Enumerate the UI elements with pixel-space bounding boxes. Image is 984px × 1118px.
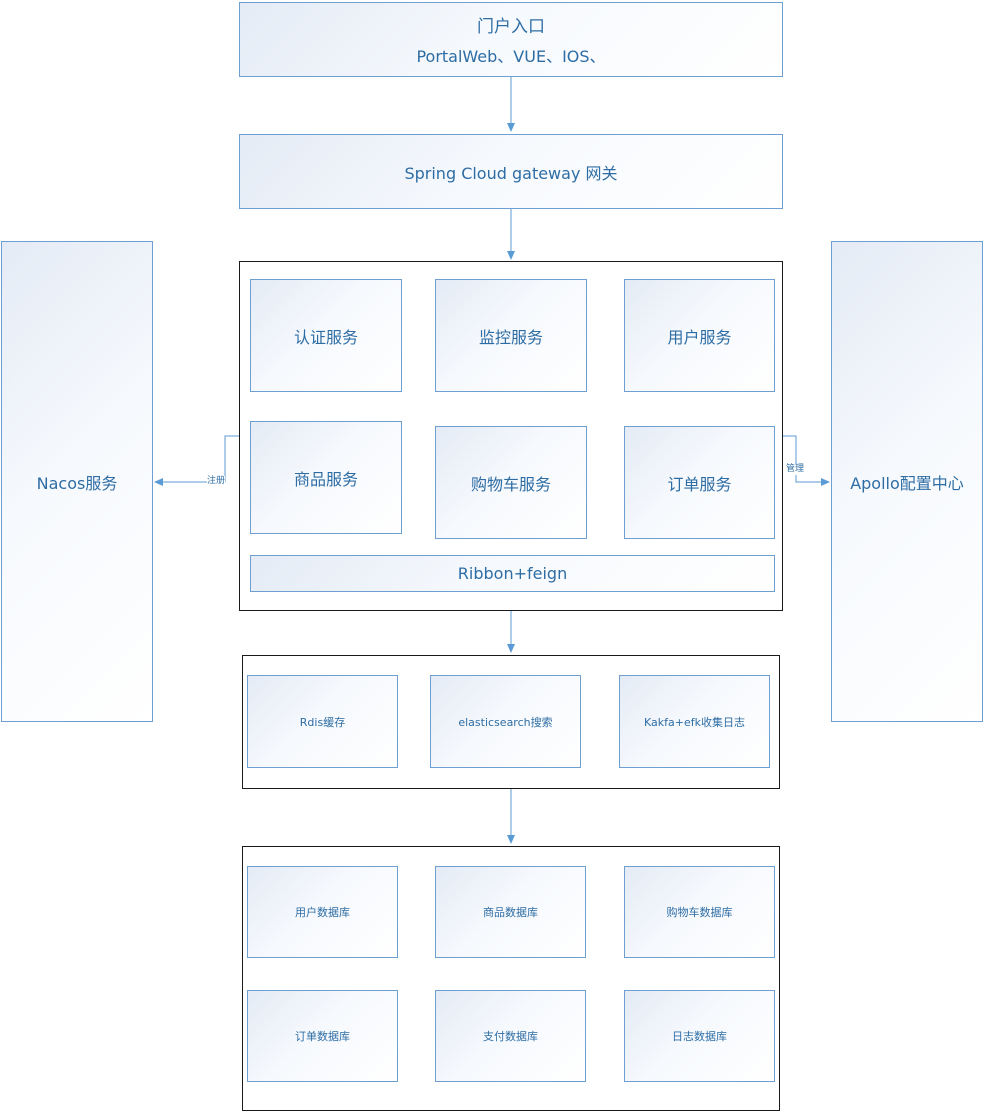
elasticsearch-node: elasticsearch搜索 bbox=[430, 675, 581, 768]
monitor-service: 监控服务 bbox=[435, 279, 587, 392]
product-db-label: 商品数据库 bbox=[483, 906, 538, 919]
order-db-label: 订单数据库 bbox=[295, 1030, 350, 1043]
order-db: 订单数据库 bbox=[247, 990, 398, 1082]
apollo-node: Apollo配置中心 bbox=[831, 241, 983, 722]
user-db-label: 用户数据库 bbox=[295, 906, 350, 919]
cart-service: 购物车服务 bbox=[435, 426, 587, 539]
product-service: 商品服务 bbox=[250, 421, 402, 534]
edge-manage bbox=[782, 435, 830, 486]
order-service: 订单服务 bbox=[624, 426, 775, 539]
gateway-node: Spring Cloud gateway 网关 bbox=[239, 134, 783, 209]
order-service-label: 订单服务 bbox=[667, 474, 732, 494]
portal-node: 门户入口 PortalWeb、VUE、IOS、 bbox=[239, 2, 783, 77]
nacos-node: Nacos服务 bbox=[1, 241, 153, 722]
kafka-node: Kakfa+efk收集日志 bbox=[619, 675, 770, 768]
ribbon-feign-label: Ribbon+feign bbox=[457, 564, 568, 583]
user-service-label: 用户服务 bbox=[667, 327, 732, 347]
portal-subtitle: PortalWeb、VUE、IOS、 bbox=[416, 47, 606, 66]
auth-service: 认证服务 bbox=[250, 279, 402, 392]
product-service-label: 商品服务 bbox=[293, 469, 358, 489]
user-service: 用户服务 bbox=[624, 279, 775, 392]
log-db: 日志数据库 bbox=[624, 990, 775, 1082]
cart-db: 购物车数据库 bbox=[624, 866, 775, 958]
edge-register bbox=[154, 435, 239, 486]
kafka-label: Kakfa+efk收集日志 bbox=[644, 715, 745, 729]
redis-label: Rdis缓存 bbox=[299, 715, 346, 729]
product-db: 商品数据库 bbox=[435, 866, 586, 958]
monitor-service-label: 监控服务 bbox=[478, 327, 543, 347]
portal-title: 门户入口 bbox=[477, 17, 545, 37]
cart-service-label: 购物车服务 bbox=[470, 474, 551, 494]
nacos-label: Nacos服务 bbox=[36, 473, 118, 493]
log-db-label: 日志数据库 bbox=[672, 1030, 727, 1043]
elasticsearch-label: elasticsearch搜索 bbox=[458, 715, 553, 729]
gateway-label: Spring Cloud gateway 网关 bbox=[404, 163, 618, 183]
pay-db: 支付数据库 bbox=[435, 990, 586, 1082]
cart-db-label: 购物车数据库 bbox=[666, 906, 733, 919]
user-db: 用户数据库 bbox=[247, 866, 398, 958]
ribbon-feign: Ribbon+feign bbox=[250, 555, 775, 592]
pay-db-label: 支付数据库 bbox=[483, 1030, 538, 1043]
manage-label: 管理 bbox=[786, 464, 805, 475]
apollo-label: Apollo配置中心 bbox=[850, 473, 964, 493]
register-label: 注册 bbox=[207, 476, 226, 487]
redis-node: Rdis缓存 bbox=[247, 675, 398, 768]
auth-service-label: 认证服务 bbox=[293, 327, 358, 347]
